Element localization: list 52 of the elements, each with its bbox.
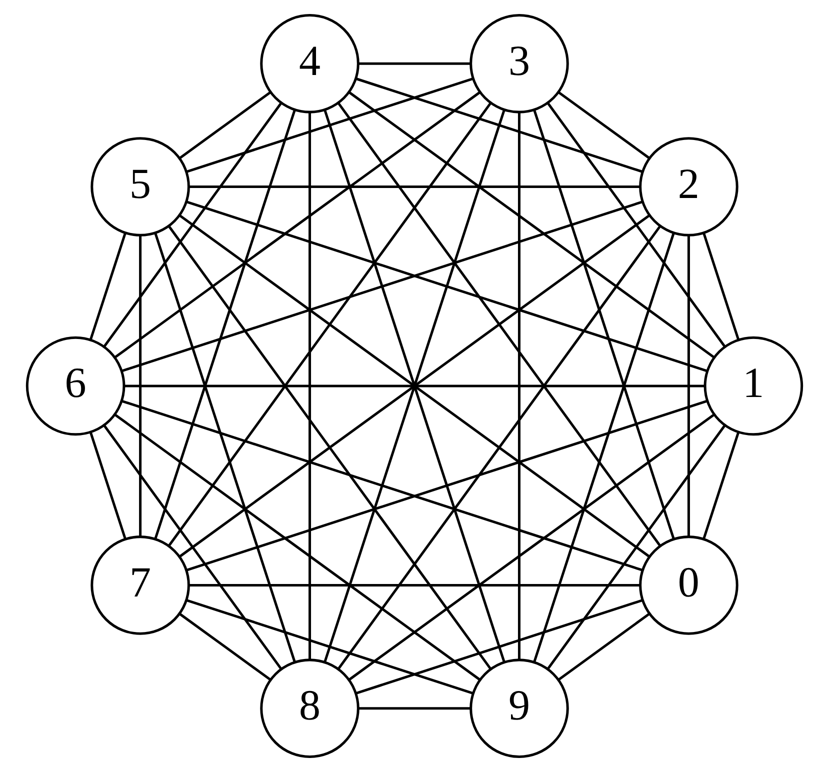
connector <box>178 613 271 681</box>
connector <box>114 414 480 681</box>
node-circle: 7 <box>90 536 190 635</box>
connector <box>167 225 491 670</box>
connector <box>154 232 296 662</box>
connector <box>348 414 714 681</box>
connector <box>186 599 473 695</box>
connector <box>102 424 282 670</box>
connector <box>532 232 674 663</box>
node-circle: 0 <box>638 536 738 635</box>
connector <box>154 109 296 540</box>
connector <box>348 91 714 358</box>
connector <box>358 707 470 710</box>
connector <box>88 233 126 340</box>
node-circle: 8 <box>260 658 359 758</box>
connector <box>124 384 704 388</box>
connector <box>337 102 661 547</box>
connector <box>120 200 642 372</box>
connector <box>186 77 473 173</box>
connector <box>702 432 739 540</box>
connector <box>546 102 726 348</box>
connector <box>186 400 708 572</box>
connector <box>114 91 480 358</box>
connector <box>532 109 674 540</box>
node-circle: 5 <box>90 137 190 236</box>
connector <box>186 200 708 372</box>
connector <box>308 112 311 660</box>
connector <box>702 233 740 340</box>
connector <box>178 214 650 558</box>
node-circle: 9 <box>469 658 568 758</box>
connector <box>355 78 642 173</box>
connector <box>686 235 690 536</box>
node-circle: 1 <box>703 336 803 436</box>
connector <box>358 62 470 65</box>
connector <box>557 91 650 159</box>
connector <box>558 612 650 681</box>
connector <box>178 91 270 160</box>
connector <box>336 226 660 670</box>
connector <box>138 235 142 536</box>
connector <box>102 102 282 348</box>
connector <box>188 186 640 188</box>
connector <box>167 102 491 547</box>
node-circle: 3 <box>469 14 568 114</box>
connector <box>188 584 640 586</box>
connector <box>546 424 726 670</box>
connector <box>89 432 126 540</box>
connector <box>121 400 642 572</box>
node-circle: 4 <box>260 14 359 114</box>
node-circle: 6 <box>25 336 125 436</box>
connector <box>355 599 642 695</box>
connector <box>517 112 520 660</box>
node-circle: 2 <box>638 137 738 236</box>
